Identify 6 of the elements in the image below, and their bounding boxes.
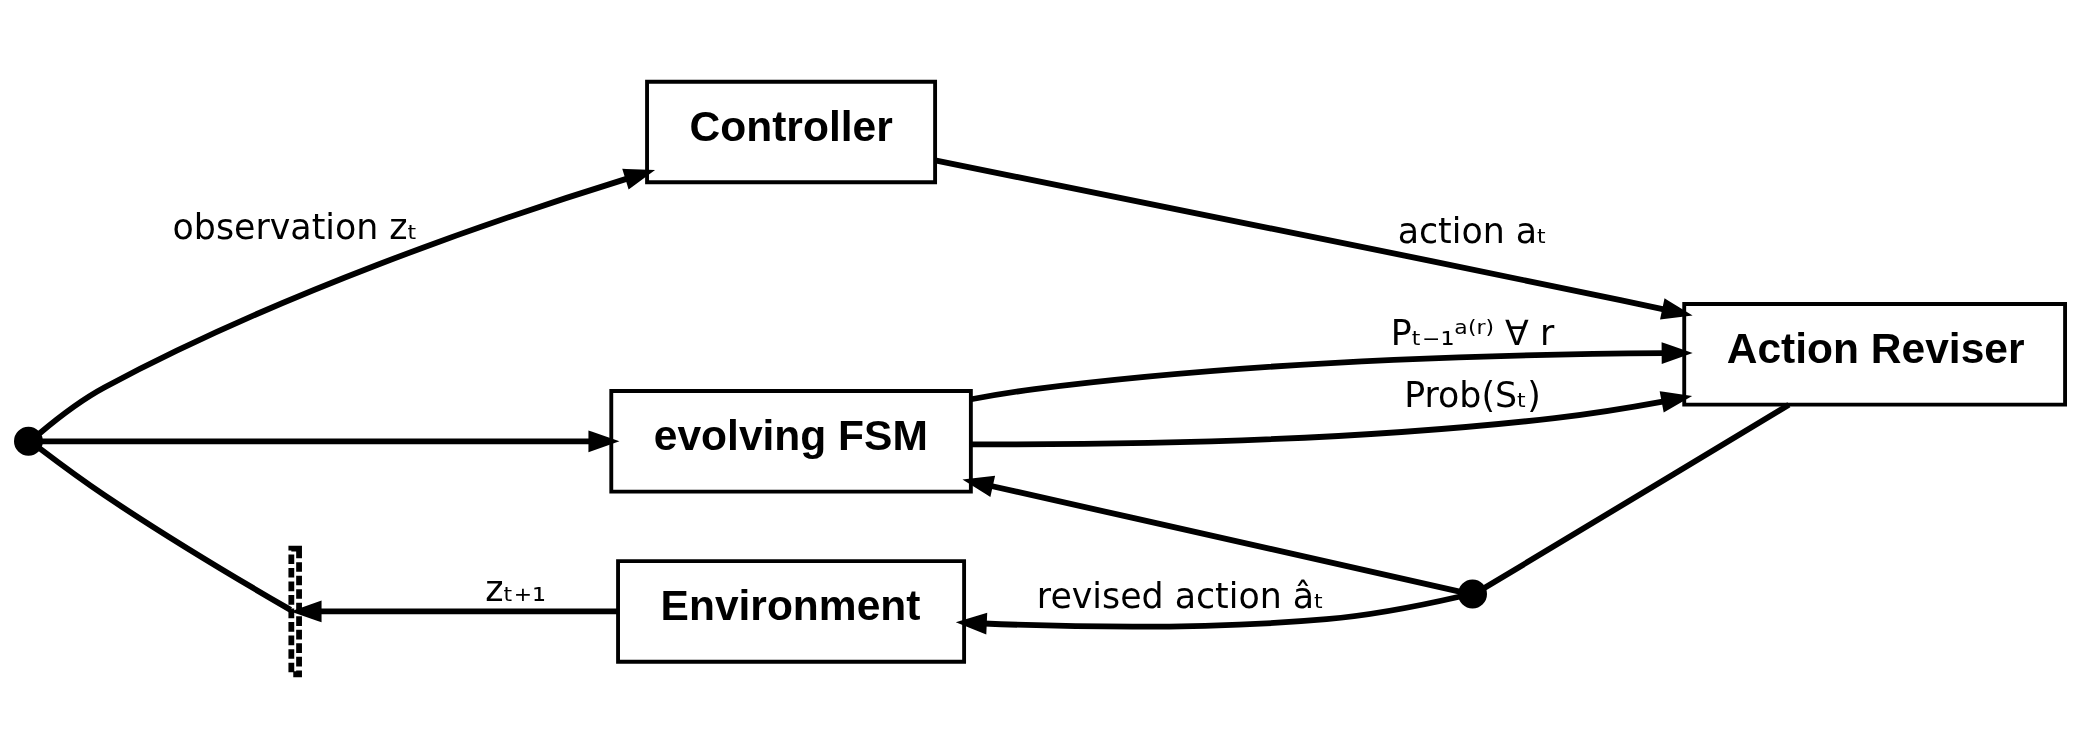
edge-label: Pₜ₋₁ᵃ⁽ʳ⁾ ∀ r [1390, 312, 1555, 353]
edge-label: zₜ₊₁ [485, 568, 546, 609]
edge-label: action aₜ [1397, 210, 1548, 251]
edge-label: revised action âₜ [1036, 575, 1325, 616]
edge-label: Prob(Sₜ) [1404, 374, 1541, 415]
edge-label: observation zₜ [172, 206, 418, 247]
